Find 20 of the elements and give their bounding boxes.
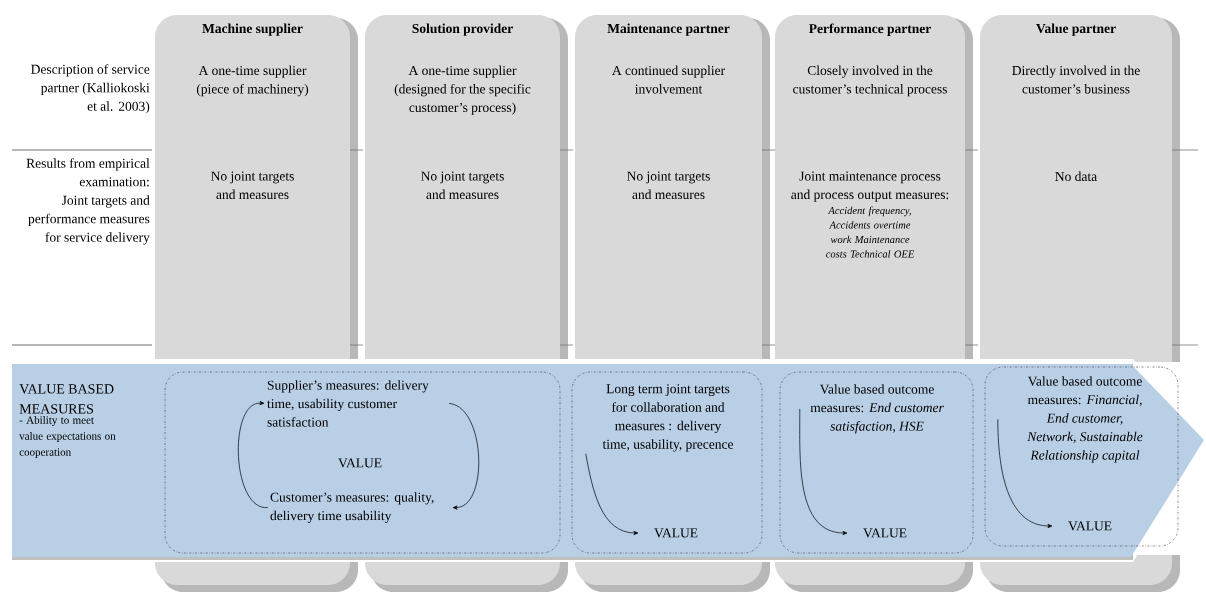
measure-text: Customer’s measures: quality, delivery time usability (270, 492, 434, 523)
measure-text: Value based outcome measures: End customer satisfaction, HSE (810, 384, 944, 434)
arrow (585, 453, 639, 536)
band-text: - Ability to meet value expectations on cooperation (19, 416, 116, 458)
arrow (448, 403, 479, 510)
dashed-box (984, 366, 1179, 547)
value-label: VALUE (863, 528, 907, 538)
value-label: VALUE (1068, 521, 1112, 531)
dashed-box (571, 371, 763, 554)
arrow (238, 401, 269, 508)
value-label: VALUE (338, 458, 382, 468)
arrow (799, 408, 848, 536)
dashed-box (164, 371, 561, 554)
value-label: VALUE (654, 528, 698, 538)
measure-text: Supplier’s measures: delivery time, usability customer satisfaction (267, 380, 429, 427)
measure-text: Value based outcome measures: Financial, End customer, Network, Sustainable Relationship capital (1027, 376, 1143, 463)
measure-text: Long term joint targets for collaboration and measures : delivery time, usability, precence (602, 384, 734, 452)
band-heading: VALUE BASED MEASURES (19, 384, 114, 414)
dashed-box (779, 371, 974, 554)
arrow (997, 418, 1053, 529)
